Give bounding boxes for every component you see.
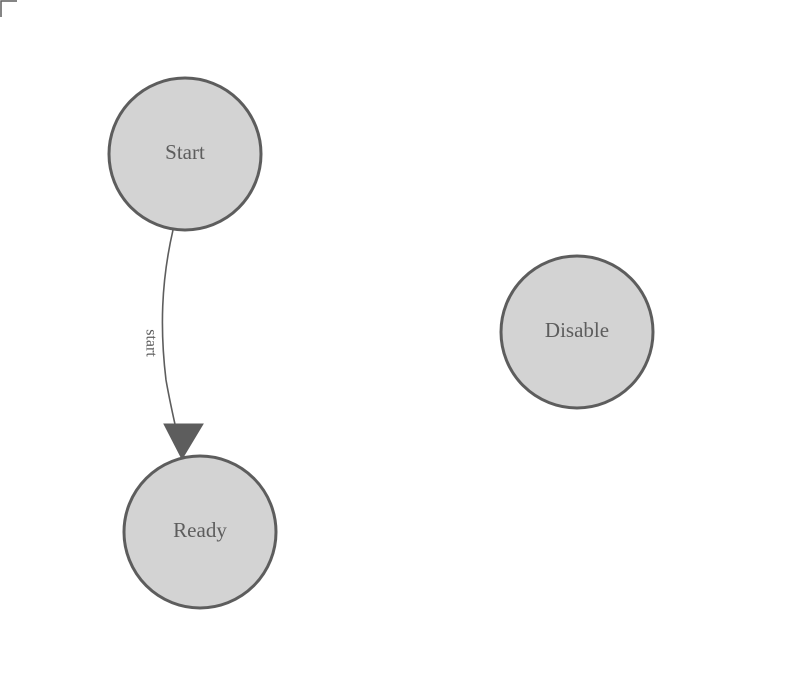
node-ready[interactable]: Ready	[122, 454, 278, 610]
node-circle[interactable]	[499, 254, 655, 410]
edge-line	[161, 229, 183, 457]
edge-label-start: start	[142, 329, 159, 357]
crop-corner-bracket-icon	[0, 0, 17, 17]
edge-start-to-ready[interactable]: start	[142, 229, 204, 461]
node-circle[interactable]	[122, 454, 278, 610]
node-circle[interactable]	[107, 76, 263, 232]
node-label-ready: Ready	[173, 518, 227, 542]
node-disable[interactable]: Disable	[499, 254, 655, 410]
node-start[interactable]: Start	[107, 76, 263, 232]
node-label-disable: Disable	[545, 318, 609, 342]
arrowhead-icon	[163, 423, 204, 461]
node-label-start: Start	[165, 140, 205, 164]
edge-label-group: start	[142, 329, 159, 357]
